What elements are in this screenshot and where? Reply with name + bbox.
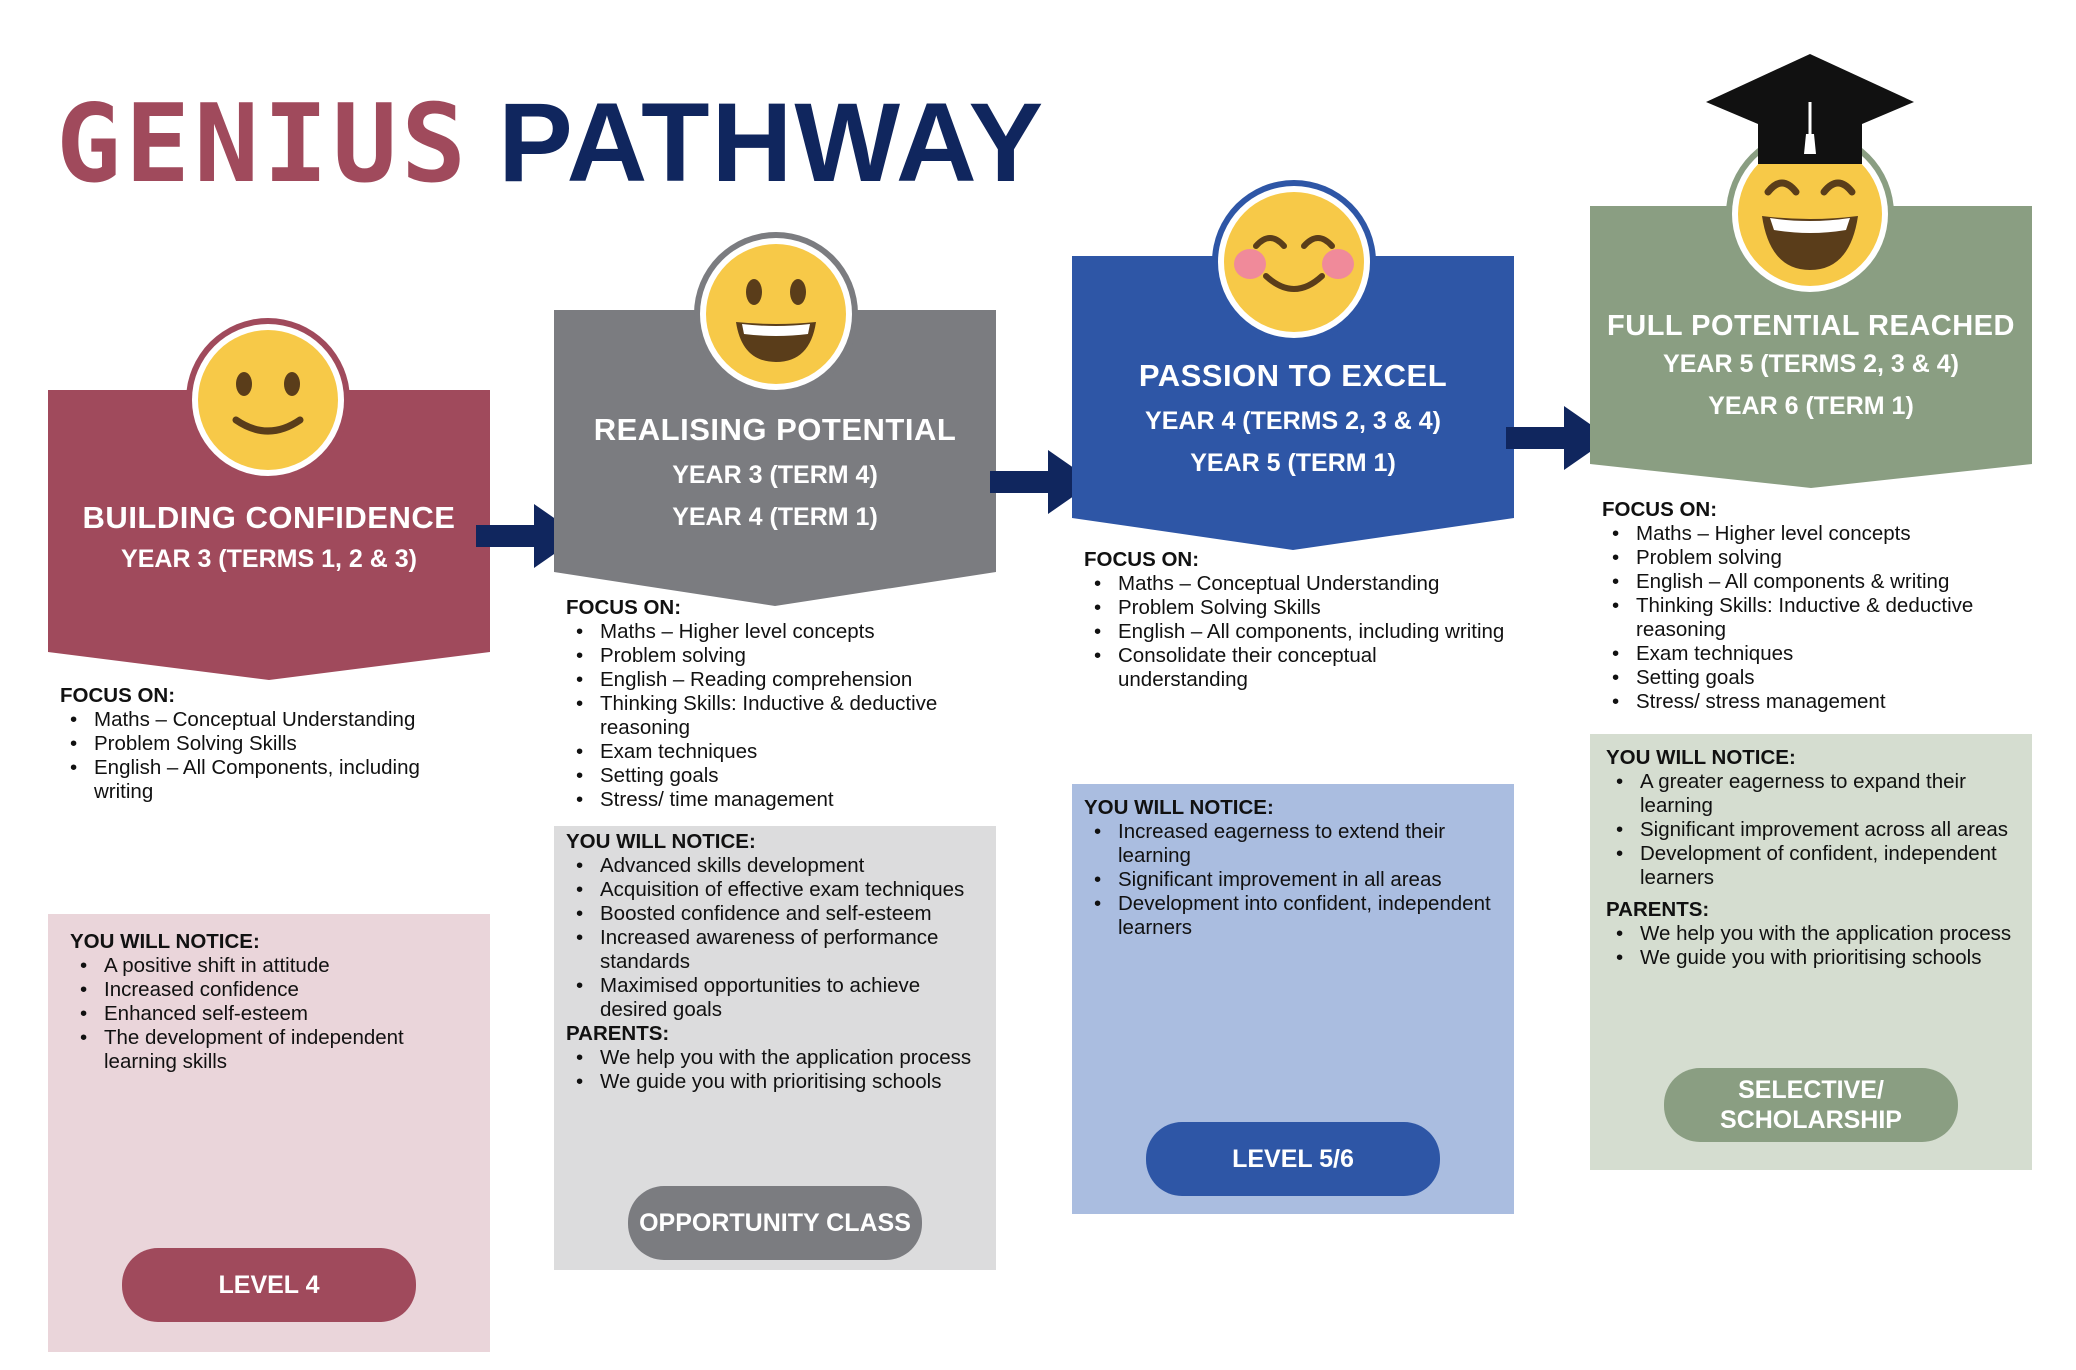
list-item: English – Reading comprehension: [566, 668, 988, 692]
notice-label: YOU WILL NOTICE:: [566, 830, 756, 853]
list-item: Thinking Skills: Inductive & deductive r…: [1602, 594, 2028, 642]
stage-heading: PASSION TO EXCEL YEAR 4 (TERMS 2, 3 & 4)…: [1072, 358, 1514, 484]
list-item: English – All Components, including writ…: [60, 756, 482, 804]
focus-section: FOCUS ON: Maths – Conceptual Understandi…: [60, 684, 482, 804]
list-item: Significant improvement across all areas: [1606, 818, 2024, 842]
stage-header-bg: [1590, 206, 2032, 488]
list-item: Stress/ time management: [566, 788, 988, 812]
focus-label: FOCUS ON:: [1084, 548, 1200, 571]
grinning-graduate-face-icon: [1706, 54, 1914, 298]
stage-year: YEAR 3 (TERMS 1, 2 & 3): [121, 545, 417, 573]
stage-title: BUILDING CONFIDENCE: [82, 500, 456, 535]
list-item: We help you with the application process: [566, 1046, 988, 1070]
list-item: Maths – Conceptual Understanding: [1084, 572, 1506, 596]
stage-heading: FULL POTENTIAL REACHED YEAR 5 (TERMS 2, …: [1590, 310, 2032, 427]
list-item: Advanced skills development: [566, 854, 988, 878]
list-item: A greater eagerness to expand their lear…: [1606, 770, 2024, 818]
focus-label: FOCUS ON:: [60, 684, 176, 707]
title-pathway: PATHWAY: [498, 80, 1046, 205]
arrow-right-icon: [1506, 406, 1610, 470]
stage-header-bg: [1072, 256, 1514, 550]
parents-label: PARENTS:: [1606, 898, 1710, 921]
parents-label: PARENTS:: [566, 1022, 670, 1045]
list-item: Problem solving: [566, 644, 988, 668]
arrow-right-icon: [990, 450, 1094, 514]
notice-label: YOU WILL NOTICE:: [70, 930, 260, 953]
level-badge[interactable]: LEVEL 4: [122, 1248, 416, 1322]
list-item: Exam techniques: [1602, 642, 2028, 666]
list-item: Thinking Skills: Inductive & deductive r…: [566, 692, 988, 740]
stage-year: YEAR 4 (TERM 1): [672, 503, 878, 531]
list-item: Exam techniques: [566, 740, 988, 764]
stage-year: YEAR 5 (TERM 1): [1190, 449, 1396, 477]
list-item: Maths – Higher level concepts: [566, 620, 988, 644]
list-item: Problem Solving Skills: [1084, 596, 1506, 620]
stage-year: YEAR 6 (TERM 1): [1708, 392, 1914, 420]
stage-year: YEAR 3 (TERM 4): [672, 461, 878, 489]
stage-full-potential-reached: FULL POTENTIAL REACHED YEAR 5 (TERMS 2, …: [1590, 206, 2032, 1170]
notice-label: YOU WILL NOTICE:: [1606, 746, 1796, 769]
stage-heading: REALISING POTENTIAL YEAR 3 (TERM 4) YEAR…: [554, 412, 996, 538]
list-item: Acquisition of effective exam techniques: [566, 878, 988, 902]
list-item: Increased confidence: [70, 978, 482, 1002]
list-item: Maths – Conceptual Understanding: [60, 708, 482, 732]
focus-section: FOCUS ON: Maths – Higher level concepts …: [566, 596, 988, 812]
stage-year: YEAR 5 (TERMS 2, 3 & 4): [1663, 350, 1959, 378]
notice-section: YOU WILL NOTICE: A positive shift in att…: [70, 930, 482, 1074]
list-item: Setting goals: [566, 764, 988, 788]
list-item: We guide you with prioritising schools: [1606, 946, 2024, 970]
stage-heading: BUILDING CONFIDENCE YEAR 3 (TERMS 1, 2 &…: [48, 500, 490, 580]
level-badge[interactable]: SELECTIVE/ SCHOLARSHIP: [1664, 1068, 1958, 1142]
list-item: Maximised opportunities to achieve desir…: [566, 974, 988, 1022]
list-item: Enhanced self-esteem: [70, 1002, 482, 1026]
list-item: Development of confident, independent le…: [1606, 842, 2024, 890]
focus-label: FOCUS ON:: [1602, 498, 1718, 521]
notice-section: YOU WILL NOTICE: Increased eagerness to …: [1084, 796, 1506, 940]
list-item: Setting goals: [1602, 666, 2028, 690]
notice-section: YOU WILL NOTICE: A greater eagerness to …: [1606, 746, 2024, 970]
notice-section: YOU WILL NOTICE: Advanced skills develop…: [566, 830, 988, 1094]
stage-year: YEAR 4 (TERMS 2, 3 & 4): [1145, 407, 1441, 435]
list-item: Significant improvement in all areas: [1084, 868, 1506, 892]
list-item: Increased eagerness to extend their lear…: [1084, 820, 1506, 868]
list-item: A positive shift in attitude: [70, 954, 482, 978]
list-item: We guide you with prioritising schools: [566, 1070, 988, 1094]
focus-section: FOCUS ON: Maths – Higher level concepts …: [1602, 498, 2028, 714]
stage-header-bg: [48, 390, 490, 680]
list-item: Consolidate their conceptual understandi…: [1084, 644, 1506, 692]
level-badge[interactable]: OPPORTUNITY CLASS: [628, 1186, 922, 1260]
focus-label: FOCUS ON:: [566, 596, 682, 619]
blushing-smile-face-icon: [1212, 180, 1376, 344]
list-item: English – All components, including writ…: [1084, 620, 1506, 644]
list-item: Increased awareness of performance stand…: [566, 926, 988, 974]
focus-section: FOCUS ON: Maths – Conceptual Understandi…: [1084, 548, 1506, 692]
notice-label: YOU WILL NOTICE:: [1084, 796, 1274, 819]
list-item: Boosted confidence and self-esteem: [566, 902, 988, 926]
stage-passion-to-excel: PASSION TO EXCEL YEAR 4 (TERMS 2, 3 & 4)…: [1072, 256, 1514, 1214]
list-item: We help you with the application process: [1606, 922, 2024, 946]
stage-title: PASSION TO EXCEL: [1138, 358, 1448, 393]
stage-realising-potential: REALISING POTENTIAL YEAR 3 (TERM 4) YEAR…: [554, 310, 996, 1270]
list-item: Stress/ stress management: [1602, 690, 2028, 714]
list-item: Maths – Higher level concepts: [1602, 522, 2028, 546]
list-item: Problem solving: [1602, 546, 2028, 570]
list-item: Development into confident, independent …: [1084, 892, 1506, 940]
stage-building-confidence: BUILDING CONFIDENCE YEAR 3 (TERMS 1, 2 &…: [48, 390, 490, 1352]
list-item: The development of independent learning …: [70, 1026, 482, 1074]
slight-smile-face-icon: [186, 318, 350, 482]
title-genius: GENIUS: [56, 82, 471, 207]
list-item: Problem Solving Skills: [60, 732, 482, 756]
list-item: English – All components & writing: [1602, 570, 2028, 594]
page-title: GENIUS PATHWAY: [56, 78, 1045, 207]
big-smile-face-icon: [694, 232, 858, 396]
stage-title: REALISING POTENTIAL: [593, 412, 957, 447]
stage-header-bg: [554, 310, 996, 606]
level-badge[interactable]: LEVEL 5/6: [1146, 1122, 1440, 1196]
stage-title: FULL POTENTIAL REACHED: [1607, 310, 2015, 342]
